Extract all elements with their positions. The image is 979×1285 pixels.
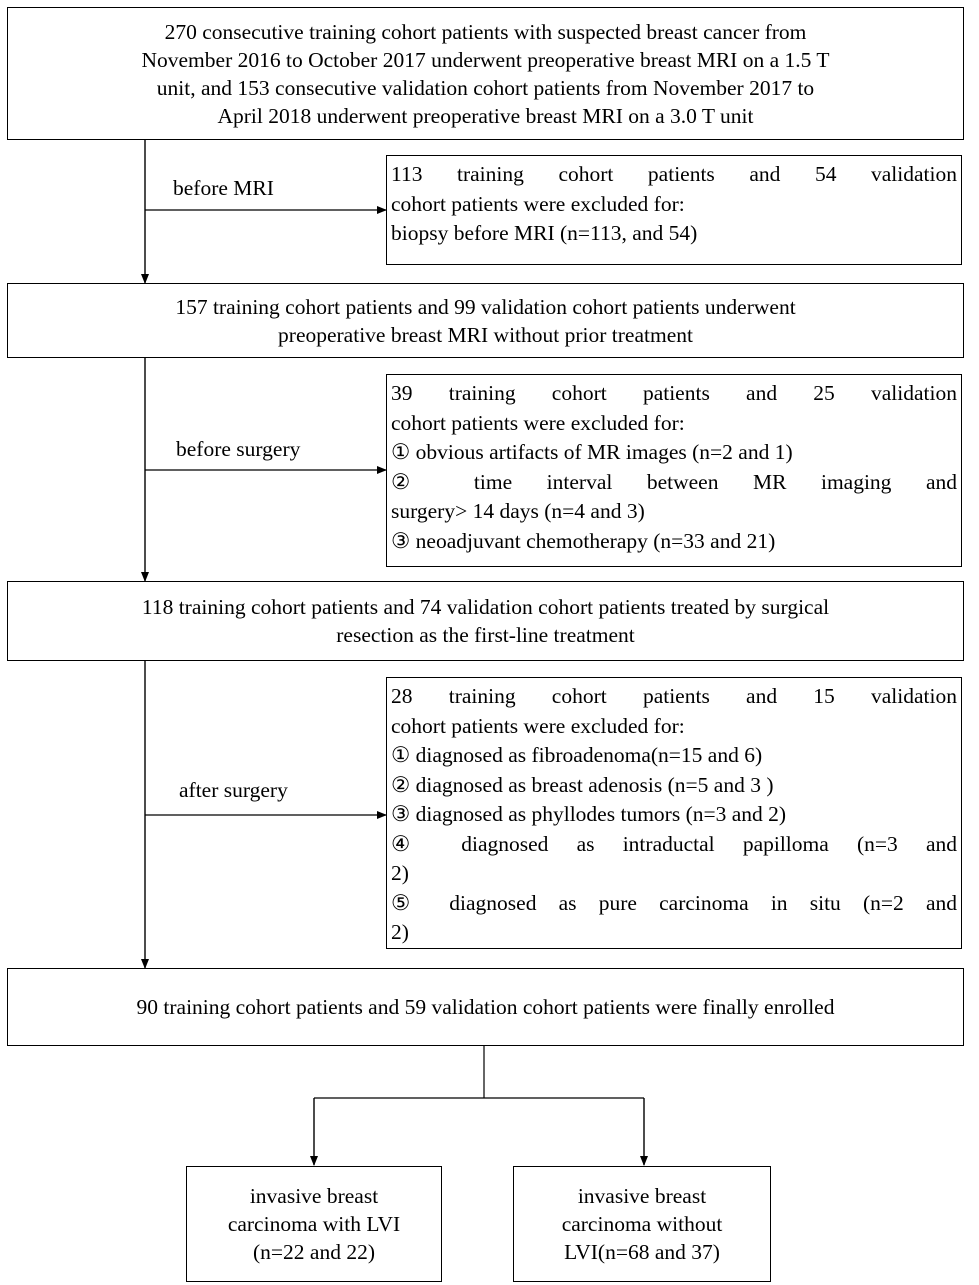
excl-before-surgery-line-6: ③ neoadjuvant chemotherapy (n=33 and 21) [391, 528, 776, 553]
initial-line-3: unit, and 153 consecutive validation coh… [156, 75, 815, 100]
without-lvi-line-2: carcinoma without [561, 1212, 723, 1236]
initial-line-2: November 2016 to October 2017 underwent … [141, 47, 830, 72]
with-lvi-box: invasive breast carcinoma with LVI (n=22… [186, 1166, 442, 1282]
step-label-before-mri: before MRI [173, 176, 274, 200]
excl-before-surgery-line-2: cohort patients were excluded for: [391, 410, 685, 435]
excl-after-surgery-line-9: 2) [391, 920, 409, 944]
without-lvi-line-3: LVI(n=68 and 37) [564, 1240, 720, 1264]
step-label-before-surgery: before surgery [176, 437, 301, 461]
excl-after-surgery-line-5: ③ diagnosed as phyllodes tumors (n=3 and… [391, 802, 787, 826]
excl-after-surgery-line-4: ② diagnosed as breast adenosis (n=5 and … [391, 772, 774, 797]
excl-after-surgery-line-8: ⑤ diagnosed as pure carcinoma in situ (n… [391, 890, 957, 915]
exclusion-box-before-surgery: 39 training cohort patients and 25 valid… [386, 374, 962, 567]
exclusion-box-after-surgery: 28 training cohort patients and 15 valid… [386, 677, 962, 949]
enrolled-cohort-box: 90 training cohort patients and 59 valid… [7, 968, 964, 1046]
with-lvi-line-2: carcinoma with LVI [227, 1212, 401, 1236]
after-mri-cohort-box: 157 training cohort patients and 99 vali… [7, 283, 964, 358]
after-mri-line-2: preoperative breast MRI without prior tr… [278, 322, 693, 347]
excl-after-surgery-line-7: 2) [391, 861, 409, 885]
excl-before-surgery-line-4: ② time interval between MR imaging and [391, 469, 957, 494]
with-lvi-line-1: invasive breast [249, 1184, 379, 1208]
initial-cohort-box: 270 consecutive training cohort patients… [7, 7, 964, 140]
exclusion-box-before-mri: 113 training cohort patients and 54 vali… [386, 155, 962, 265]
excl-before-mri-line-2: cohort patients were excluded for: [391, 191, 685, 216]
excl-after-surgery-line-6: ④ diagnosed as intraductal papilloma (n=… [391, 831, 957, 856]
excl-after-surgery-line-1: 28 training cohort patients and 15 valid… [391, 684, 957, 708]
step-label-after-surgery: after surgery [179, 778, 288, 802]
enrolled-line-1: 90 training cohort patients and 59 valid… [136, 995, 835, 1019]
excl-before-mri-line-1: 113 training cohort patients and 54 vali… [391, 162, 957, 186]
without-lvi-box: invasive breast carcinoma without LVI(n=… [513, 1166, 771, 1282]
excl-before-surgery-line-3: ① obvious artifacts of MR images (n=2 an… [391, 440, 793, 464]
surgical-line-2: resection as the first-line treatment [336, 623, 635, 647]
initial-line-1: 270 consecutive training cohort patients… [164, 19, 807, 44]
excl-before-surgery-line-1: 39 training cohort patients and 25 valid… [391, 381, 957, 405]
excl-after-surgery-line-3: ① diagnosed as fibroadenoma(n=15 and 6) [391, 743, 763, 767]
excl-after-surgery-line-2: cohort patients were excluded for: [391, 713, 685, 738]
initial-line-4: April 2018 underwent preoperative breast… [217, 103, 754, 128]
with-lvi-line-3: (n=22 and 22) [253, 1240, 375, 1264]
excl-before-mri-line-3: biopsy before MRI (n=113, and 54) [391, 221, 698, 245]
surgical-cohort-box: 118 training cohort patients and 74 vali… [7, 581, 964, 661]
surgical-line-1: 118 training cohort patients and 74 vali… [141, 595, 830, 619]
without-lvi-line-1: invasive breast [577, 1184, 707, 1208]
after-mri-line-1: 157 training cohort patients and 99 vali… [175, 294, 796, 319]
excl-before-surgery-line-5: surgery> 14 days (n=4 and 3) [391, 499, 645, 523]
